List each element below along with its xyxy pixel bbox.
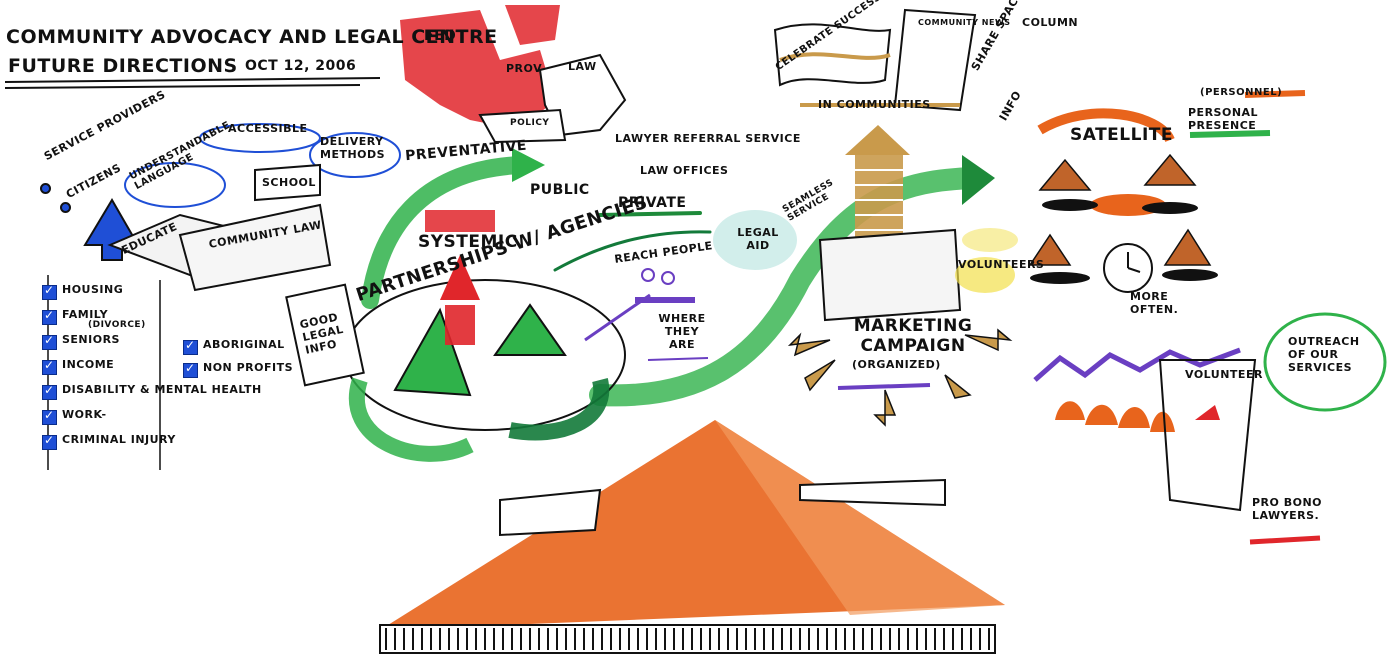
school-label: School bbox=[262, 176, 316, 189]
prov-label: Prov bbox=[506, 62, 543, 75]
reach-people-figures bbox=[584, 268, 709, 361]
page-subtitle: Future Directions bbox=[8, 55, 238, 77]
volunteer-label: Volunteer bbox=[1185, 368, 1263, 381]
public-label: Public bbox=[530, 182, 590, 198]
lawyer-referral-label: Lawyer Referral Service bbox=[615, 132, 801, 145]
checklist-item: Housing bbox=[62, 283, 124, 296]
checkbox-icon bbox=[42, 333, 57, 350]
community-news-label: Community News bbox=[918, 18, 1011, 27]
outreach-label: Outreach of our Services bbox=[1288, 335, 1360, 374]
law-label: Law bbox=[568, 60, 597, 73]
satellite-label: Satellite bbox=[1070, 125, 1173, 145]
legal-aid-cloud bbox=[713, 210, 797, 270]
accessible-label: Accessible bbox=[228, 122, 308, 135]
checkbox-icon bbox=[183, 361, 198, 378]
checkbox-icon bbox=[42, 358, 57, 375]
systemic-label: Systemic bbox=[418, 232, 518, 252]
government-drawing bbox=[400, 5, 627, 144]
policy-label: Policy bbox=[510, 118, 550, 128]
volunteer-group bbox=[1033, 312, 1387, 545]
page-title: Community Advocacy and Legal Centre bbox=[6, 26, 498, 48]
bullet-icon bbox=[60, 202, 71, 213]
checkbox-icon bbox=[42, 408, 57, 425]
where-they-are-label: Where They Are bbox=[658, 312, 706, 351]
checklist-item: Work- bbox=[62, 408, 107, 421]
legal-aid-label: Legal Aid bbox=[737, 226, 779, 252]
organized-label: (Organized) bbox=[852, 358, 941, 371]
more-often-label: More Often. bbox=[1130, 290, 1179, 316]
checklist-item: Non Profits bbox=[203, 361, 294, 374]
building-pyramid bbox=[379, 420, 1005, 654]
personal-presence-label: Personal Presence bbox=[1188, 106, 1259, 132]
private-label: Private bbox=[618, 195, 687, 211]
delivery-methods-label: Delivery Methods bbox=[320, 135, 386, 161]
checklist-item: Aboriginal bbox=[203, 338, 285, 351]
partnership-ring bbox=[285, 210, 626, 462]
pro-bono-label: Pro Bono Lawyers. bbox=[1252, 496, 1323, 522]
law-offices-label: Law Offices bbox=[640, 164, 729, 177]
left-panel-shapes bbox=[47, 123, 401, 470]
checklist-item: Family bbox=[62, 308, 109, 321]
bullet-icon bbox=[40, 183, 51, 194]
checklist-item: Disability & Mental Health bbox=[62, 383, 262, 396]
checkbox-icon bbox=[42, 383, 57, 400]
divorce-note: (Divorce) bbox=[88, 320, 146, 330]
volunteers-label: Volunteers bbox=[958, 258, 1045, 271]
checklist-item: Income bbox=[62, 358, 115, 371]
marketing-campaign-label: Marketing Campaign bbox=[853, 316, 973, 356]
checkbox-icon bbox=[42, 283, 57, 300]
column-label: Column bbox=[1022, 16, 1079, 29]
center-tower bbox=[773, 8, 1018, 322]
checkbox-icon bbox=[183, 338, 198, 355]
checkbox-icon bbox=[42, 308, 57, 325]
in-communities-label: in Communities bbox=[818, 98, 931, 111]
checklist-item: Criminal Injury bbox=[62, 433, 176, 446]
checklist-item: Seniors bbox=[62, 333, 120, 346]
green-arrows bbox=[361, 148, 995, 407]
checkbox-icon bbox=[42, 433, 57, 450]
personnel-label: (Personnel) bbox=[1200, 87, 1283, 98]
marketing-arrows bbox=[787, 328, 1013, 427]
satellite-network bbox=[1028, 90, 1306, 293]
title-underlines bbox=[4, 77, 381, 89]
fed-label: Fed bbox=[424, 28, 457, 44]
page-date: Oct 12, 2006 bbox=[245, 58, 357, 74]
